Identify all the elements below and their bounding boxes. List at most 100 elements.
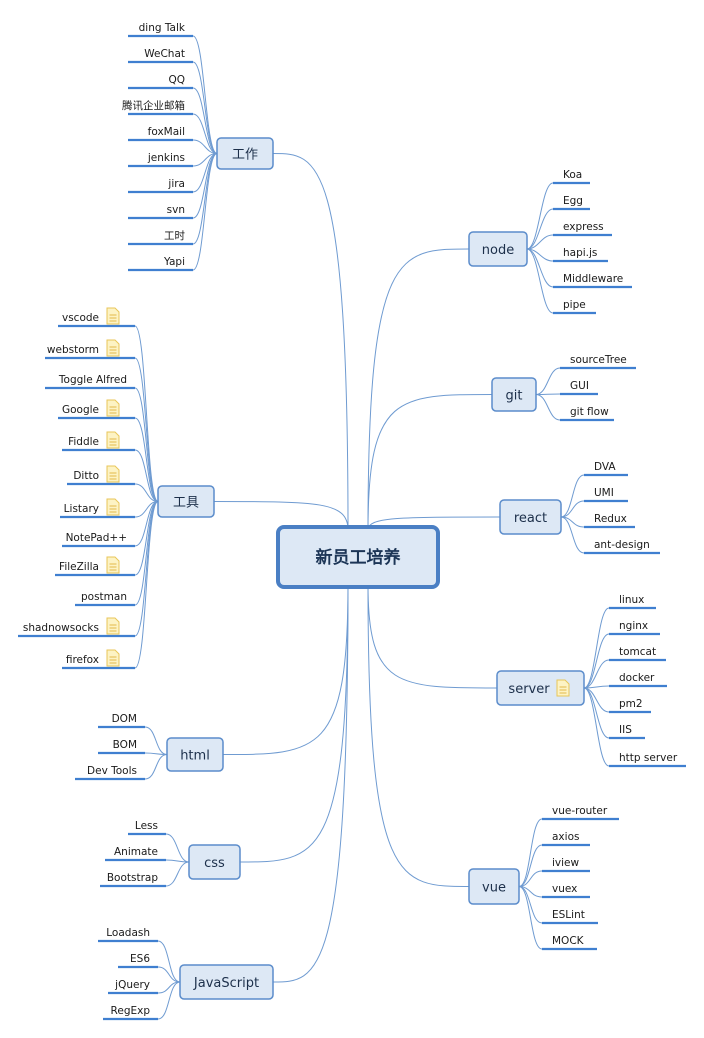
leaf-label: Middleware xyxy=(563,273,623,285)
leaf-node[interactable]: RegExp xyxy=(103,1005,158,1021)
leaf-node[interactable]: tomcat xyxy=(609,646,666,662)
note-icon xyxy=(556,679,570,697)
branch-node-node[interactable]: node xyxy=(468,231,528,267)
leaf-node[interactable]: Animate xyxy=(105,846,166,862)
leaf-node[interactable]: linux xyxy=(609,594,656,610)
link-node-5 xyxy=(526,248,554,314)
leaf-node[interactable]: vuex xyxy=(542,883,590,899)
branch-node-javascript[interactable]: JavaScript xyxy=(179,964,274,1000)
leaf-node[interactable]: Google xyxy=(58,399,135,420)
leaf-node[interactable]: Egg xyxy=(553,195,590,211)
branch-node-react[interactable]: react xyxy=(499,499,562,535)
note-icon xyxy=(106,465,120,483)
leaf-node[interactable]: Loadash xyxy=(98,927,158,943)
leaf-label: Toggle Alfred xyxy=(58,374,127,386)
leaf-label: Egg xyxy=(563,195,583,207)
leaf-node[interactable]: ES6 xyxy=(118,953,158,969)
link-git-2 xyxy=(535,394,561,421)
leaf-label: sourceTree xyxy=(570,354,627,366)
leaf-node[interactable]: jenkins xyxy=(128,152,193,168)
leaf-node[interactable]: sourceTree xyxy=(560,354,636,370)
leaf-node[interactable]: firefox xyxy=(62,649,135,670)
leaf-node[interactable]: 腾讯企业邮箱 xyxy=(122,99,193,116)
leaf-node[interactable]: Listary xyxy=(60,498,135,519)
branch-node-html-box xyxy=(166,737,224,772)
leaf-label: UMI xyxy=(594,487,614,499)
leaf-node[interactable]: NotePad++ xyxy=(62,532,135,548)
leaf-node[interactable]: Ditto xyxy=(67,465,135,486)
branch-node-html[interactable]: html xyxy=(166,737,224,772)
leaf-label: ant-design xyxy=(594,539,650,551)
leaf-node[interactable]: Bootstrap xyxy=(100,872,166,888)
leaf-node[interactable]: vue-router xyxy=(542,805,619,821)
leaf-node[interactable]: 工时 xyxy=(128,230,193,246)
leaf-label: git flow xyxy=(570,406,609,418)
branch-node-node-box xyxy=(468,231,528,267)
leaf-label: 腾讯企业邮箱 xyxy=(122,99,185,112)
leaf-node[interactable]: axios xyxy=(542,831,590,847)
leaf-node[interactable]: UMI xyxy=(584,487,628,503)
leaf-label: Yapi xyxy=(163,256,185,268)
leaf-node[interactable]: docker xyxy=(609,672,667,688)
leaf-node[interactable]: ant-design xyxy=(584,539,660,555)
leaf-node[interactable]: Middleware xyxy=(553,273,632,289)
leaf-node[interactable]: Koa xyxy=(553,169,590,185)
leaf-node[interactable]: foxMail xyxy=(128,126,193,142)
leaf-node[interactable]: Redux xyxy=(584,513,635,529)
leaf-label: RegExp xyxy=(111,1005,151,1017)
branch-node-vue[interactable]: vue xyxy=(468,868,520,905)
leaf-node[interactable]: IIS xyxy=(609,724,645,740)
link-git-1 xyxy=(535,393,561,395)
leaf-node[interactable]: svn xyxy=(128,204,193,220)
branch-node-css[interactable]: css xyxy=(188,844,241,880)
leaf-node[interactable]: pm2 xyxy=(609,698,651,714)
leaf-label: WeChat xyxy=(144,48,185,60)
link-work-2 xyxy=(192,87,218,154)
leaf-node[interactable]: BOM xyxy=(98,739,145,755)
leaf-node[interactable]: git flow xyxy=(560,406,614,422)
leaf-node[interactable]: express xyxy=(553,221,612,237)
leaf-label: Fiddle xyxy=(68,436,99,448)
leaf-node[interactable]: Yapi xyxy=(128,256,193,272)
leaf-node[interactable]: GUI xyxy=(560,380,598,396)
link-tools-3 xyxy=(134,417,159,502)
root-node-label: 新员工培养 xyxy=(316,547,402,568)
branch-node-work[interactable]: 工作 xyxy=(216,137,274,170)
leaf-node[interactable]: jQuery xyxy=(108,979,158,995)
leaf-node[interactable]: jira xyxy=(128,178,193,194)
leaf-node[interactable]: Toggle Alfred xyxy=(45,374,135,390)
leaf-node[interactable]: ESLint xyxy=(542,909,598,925)
branch-node-server[interactable]: server xyxy=(496,670,585,706)
leaf-label: Animate xyxy=(114,846,158,858)
leaf-node[interactable]: hapi.js xyxy=(553,247,608,263)
leaf-node[interactable]: Dev Tools xyxy=(75,765,145,781)
leaf-node[interactable]: ding Talk xyxy=(128,22,193,38)
link-tools-2 xyxy=(134,387,159,502)
leaf-node[interactable]: postman xyxy=(75,591,135,607)
leaf-node[interactable]: FileZilla xyxy=(55,556,135,577)
leaf-node[interactable]: DVA xyxy=(584,461,628,477)
leaf-node[interactable]: webstorm xyxy=(45,339,135,360)
branch-node-react-box xyxy=(499,499,562,535)
leaf-label: svn xyxy=(167,204,185,216)
link-work-3 xyxy=(192,113,218,154)
leaf-node[interactable]: QQ xyxy=(128,74,193,90)
branch-node-node-label: node xyxy=(482,243,514,258)
leaf-node[interactable]: http server xyxy=(609,752,686,768)
root-node[interactable]: 新员工培养 xyxy=(276,525,440,589)
branch-node-tools[interactable]: 工具 xyxy=(157,485,215,518)
leaf-node[interactable]: pipe xyxy=(553,299,596,315)
leaf-node[interactable]: WeChat xyxy=(128,48,193,64)
leaf-node[interactable]: iview xyxy=(542,857,590,873)
leaf-label: jira xyxy=(167,178,185,190)
leaf-node[interactable]: shadnowsocks xyxy=(18,617,135,638)
leaf-node[interactable]: Less xyxy=(128,820,166,836)
branch-node-git[interactable]: git xyxy=(491,377,537,412)
leaf-node[interactable]: Fiddle xyxy=(62,431,135,452)
link-tools-5 xyxy=(134,483,159,502)
leaf-node[interactable]: DOM xyxy=(98,713,145,729)
leaf-node[interactable]: nginx xyxy=(609,620,660,636)
leaf-node[interactable]: vscode xyxy=(58,307,135,328)
leaf-node[interactable]: MOCK xyxy=(542,935,597,951)
